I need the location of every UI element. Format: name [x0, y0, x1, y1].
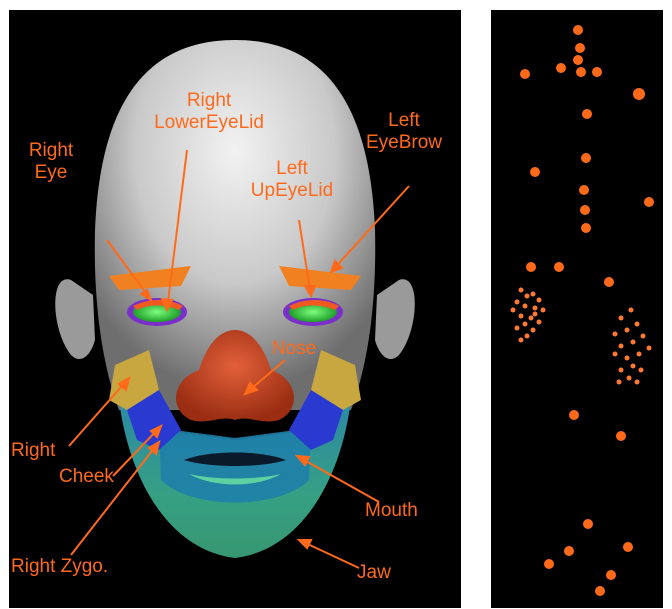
label-left-eyebrow-line2: EyeBrow — [359, 132, 449, 154]
label-left-eyebrow: Left EyeBrow — [359, 110, 449, 154]
marker-point — [575, 43, 585, 53]
marker-point — [592, 67, 602, 77]
right-ear — [55, 279, 95, 359]
marker-point — [606, 570, 616, 580]
label-jaw: Jaw — [357, 562, 417, 584]
marker-point — [581, 223, 591, 233]
marker-point — [554, 262, 564, 272]
marker-points-plot — [491, 10, 663, 608]
marker-point — [573, 25, 583, 35]
marker-point — [569, 410, 579, 420]
label-left-eyebrow-line1: Left — [359, 110, 449, 132]
marker-point — [526, 262, 536, 272]
marker-cluster-left — [613, 308, 652, 385]
label-left-up-eyelid: Left UpEyeLid — [237, 158, 347, 202]
label-right-cheek-2: Cheek — [59, 466, 139, 488]
marker-point — [544, 559, 554, 569]
label-right-lower-eyelid: Right LowerEyeLid — [149, 90, 269, 134]
marker-panel — [491, 10, 663, 608]
label-right-eye: Right Eye — [11, 140, 91, 184]
marker-cluster-right — [511, 288, 546, 343]
label-right-eye-line2: Eye — [11, 162, 91, 184]
left-ear — [375, 279, 415, 359]
marker-point — [595, 586, 605, 596]
marker-point — [576, 67, 586, 77]
label-nose: Nose — [264, 338, 324, 360]
marker-point — [573, 55, 583, 65]
marker-point — [582, 109, 592, 119]
marker-point — [604, 277, 614, 287]
arrow-right-zygo — [71, 442, 159, 555]
label-right-zygo: Right Zygo. — [11, 556, 161, 578]
marker-point — [581, 153, 591, 163]
label-right-lower-eyelid-line2: LowerEyeLid — [149, 112, 269, 134]
label-left-up-eyelid-line1: Left — [237, 158, 347, 180]
marker-point — [633, 88, 645, 100]
marker-point — [644, 197, 654, 207]
marker-point — [556, 63, 566, 73]
marker-point — [623, 542, 633, 552]
arrow-right-cheek — [69, 378, 129, 446]
marker-point — [564, 546, 574, 556]
marker-point — [580, 205, 590, 215]
marker-point — [530, 167, 540, 177]
label-left-up-eyelid-line2: UpEyeLid — [237, 180, 347, 202]
marker-point — [520, 69, 530, 79]
label-right-cheek-1: Right — [11, 440, 71, 462]
marker-point — [579, 185, 589, 195]
label-right-eye-line1: Right — [11, 140, 91, 162]
label-mouth: Mouth — [365, 500, 445, 522]
marker-point — [583, 519, 593, 529]
marker-point — [616, 431, 626, 441]
face-model-panel: Right LowerEyeLid Left EyeBrow Right Eye… — [9, 10, 461, 608]
label-right-lower-eyelid-line1: Right — [149, 90, 269, 112]
